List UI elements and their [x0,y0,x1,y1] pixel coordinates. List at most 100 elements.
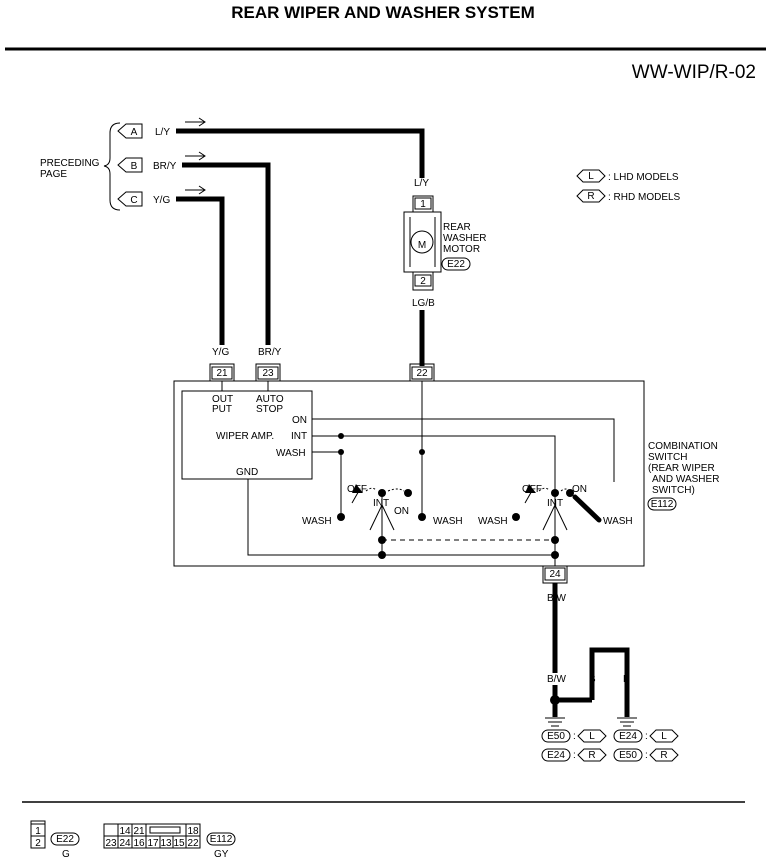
ground-e24-rhd-label: E24 [547,750,565,761]
left-wash2-label: WASH [433,516,463,527]
e112-pin-16: 16 [133,838,145,849]
left-int-label: INT [373,498,389,509]
switch-pins: Y/G BR/Y 21 23 22 [209,347,435,382]
pin23-wire-label: BR/Y [258,347,282,358]
e112-pin-21: 21 [133,826,145,837]
motor-connector-e22 [441,257,471,271]
amp-out-label-1: OUT [212,394,233,405]
ground-rhd-tag-2: R [660,750,667,761]
motor-connector-label: E22 [447,259,465,270]
pin-24-box [544,567,566,581]
footer-e22-connector [50,832,80,846]
amp-int-terminal: INT [291,431,307,442]
e112-pin-24: 24 [119,838,131,849]
amp-name: WIPER AMP. [216,431,274,442]
e112-pin-23: 23 [105,838,117,849]
wire-yg [176,196,225,345]
ground-rhd-tag-1: R [588,750,595,761]
amp-gnd-terminal: GND [236,467,258,478]
left-off-label: OFF [347,484,367,495]
connector-b-tag [117,157,143,173]
ground-section: 24 B/W B/W B B E50 : L E24 : L [541,565,679,762]
left-on-label: ON [394,506,409,517]
page-title: REAR WIPER AND WASHER SYSTEM [231,3,535,22]
ground-wire-b1: B [589,674,596,685]
legend-r-letter: R [587,191,594,202]
switch-position-labels: OFF INT ON WASH WASH OFF INT ON WASH WAS… [302,484,633,527]
pin-23: 23 [262,368,274,379]
e112-pin-18: 18 [187,826,199,837]
switch-internal-wiring [247,381,615,566]
footer-e112-label: E112 [210,834,233,845]
ground-colon-3: : [573,750,576,761]
pin-23-box [257,366,279,380]
ground-e50-rhd [613,748,643,762]
preceding-bracket [103,122,121,211]
preceding-label-2: PAGE [40,169,67,180]
ground-e24-rhd [541,748,571,762]
footer-e22-color: G [62,849,70,860]
amp-auto-label-2: STOP [256,404,283,415]
ground-colon-4: : [645,750,648,761]
motor-pin2: 2 [420,276,426,287]
connector-c-letter: C [130,195,137,206]
switch-blade-right [572,494,602,523]
motor-wire-in-label: L/Y [414,178,429,189]
ground-symbol-left [545,717,565,727]
wires [176,128,630,685]
e112-pin-22: 22 [187,838,199,849]
legend-r-text: : RHD MODELS [608,192,681,203]
motor-name-1: REAR [443,222,471,233]
switch-name-3: (REAR WIPER [648,463,715,474]
preceding-page-group: PRECEDING PAGE A L/Y B BR/Y C Y/G [40,117,206,211]
left-wash-label: WASH [302,516,332,527]
pin-22-box [411,366,433,380]
switch-name-2: SWITCH [648,452,687,463]
amp-out-label-2: PUT [212,404,232,415]
right-wash-label: WASH [478,516,508,527]
wire-b-loop [589,647,630,685]
ground-colon-2: : [645,731,648,742]
motor-pin1: 1 [420,199,426,210]
wire-ly-label: L/Y [155,127,170,138]
switch-contacts [337,433,602,559]
combination-switch-name: COMBINATION SWITCH (REAR WIPER AND WASHE… [647,441,719,511]
wire-bry-label: BR/Y [153,161,177,172]
wiper-amp: OUT PUT AUTO STOP ON WIPER AMP. INT WASH… [181,381,313,480]
ground-symbol-right [617,717,637,727]
motor-pin1-box [414,197,432,210]
legend-l-text: : LHD MODELS [608,172,679,183]
wire-ly [176,128,425,178]
amp-on-terminal: ON [292,415,307,426]
ground-colon-1: : [573,731,576,742]
amp-wash-terminal: WASH [276,448,306,459]
legend: L : LHD MODELS R : RHD MODELS [576,169,681,203]
e112-pin-15: 15 [173,838,185,849]
connector-a-letter: A [131,127,138,138]
legend-l-tag [576,169,606,183]
switch-name-1: COMBINATION [648,441,718,452]
footer-connectors: 1 2 E22 G 14 21 18 23 24 16 17 13 15 22 … [30,820,236,860]
footer-e112-connector [206,832,236,846]
e112-pin-14: 14 [119,826,131,837]
ground-e24-lhd [613,729,643,743]
ground-wire-bw-top: B/W [547,593,566,604]
ground-e50-lhd [541,729,571,743]
wire-bry [182,162,271,345]
combination-switch-box [173,380,645,567]
ground-wire-b2: B [623,674,630,685]
right-on-label: ON [572,484,587,495]
e22-face-pin1: 1 [35,826,41,837]
legend-l-letter: L [588,171,594,182]
preceding-label-1: PRECEDING [40,158,100,169]
ground-e50-rhd-label: E50 [619,750,637,761]
switch-connector-label: E112 [651,499,674,510]
ground-e24-lhd-label: E24 [619,731,637,742]
pin21-wire-label: Y/G [212,347,229,358]
switch-connector-e112 [647,497,677,511]
pin-22: 22 [416,368,428,379]
wire-yg-label: Y/G [153,195,170,206]
footer-e22-label: E22 [56,834,74,845]
ground-lhd-tag-2: L [661,731,667,742]
